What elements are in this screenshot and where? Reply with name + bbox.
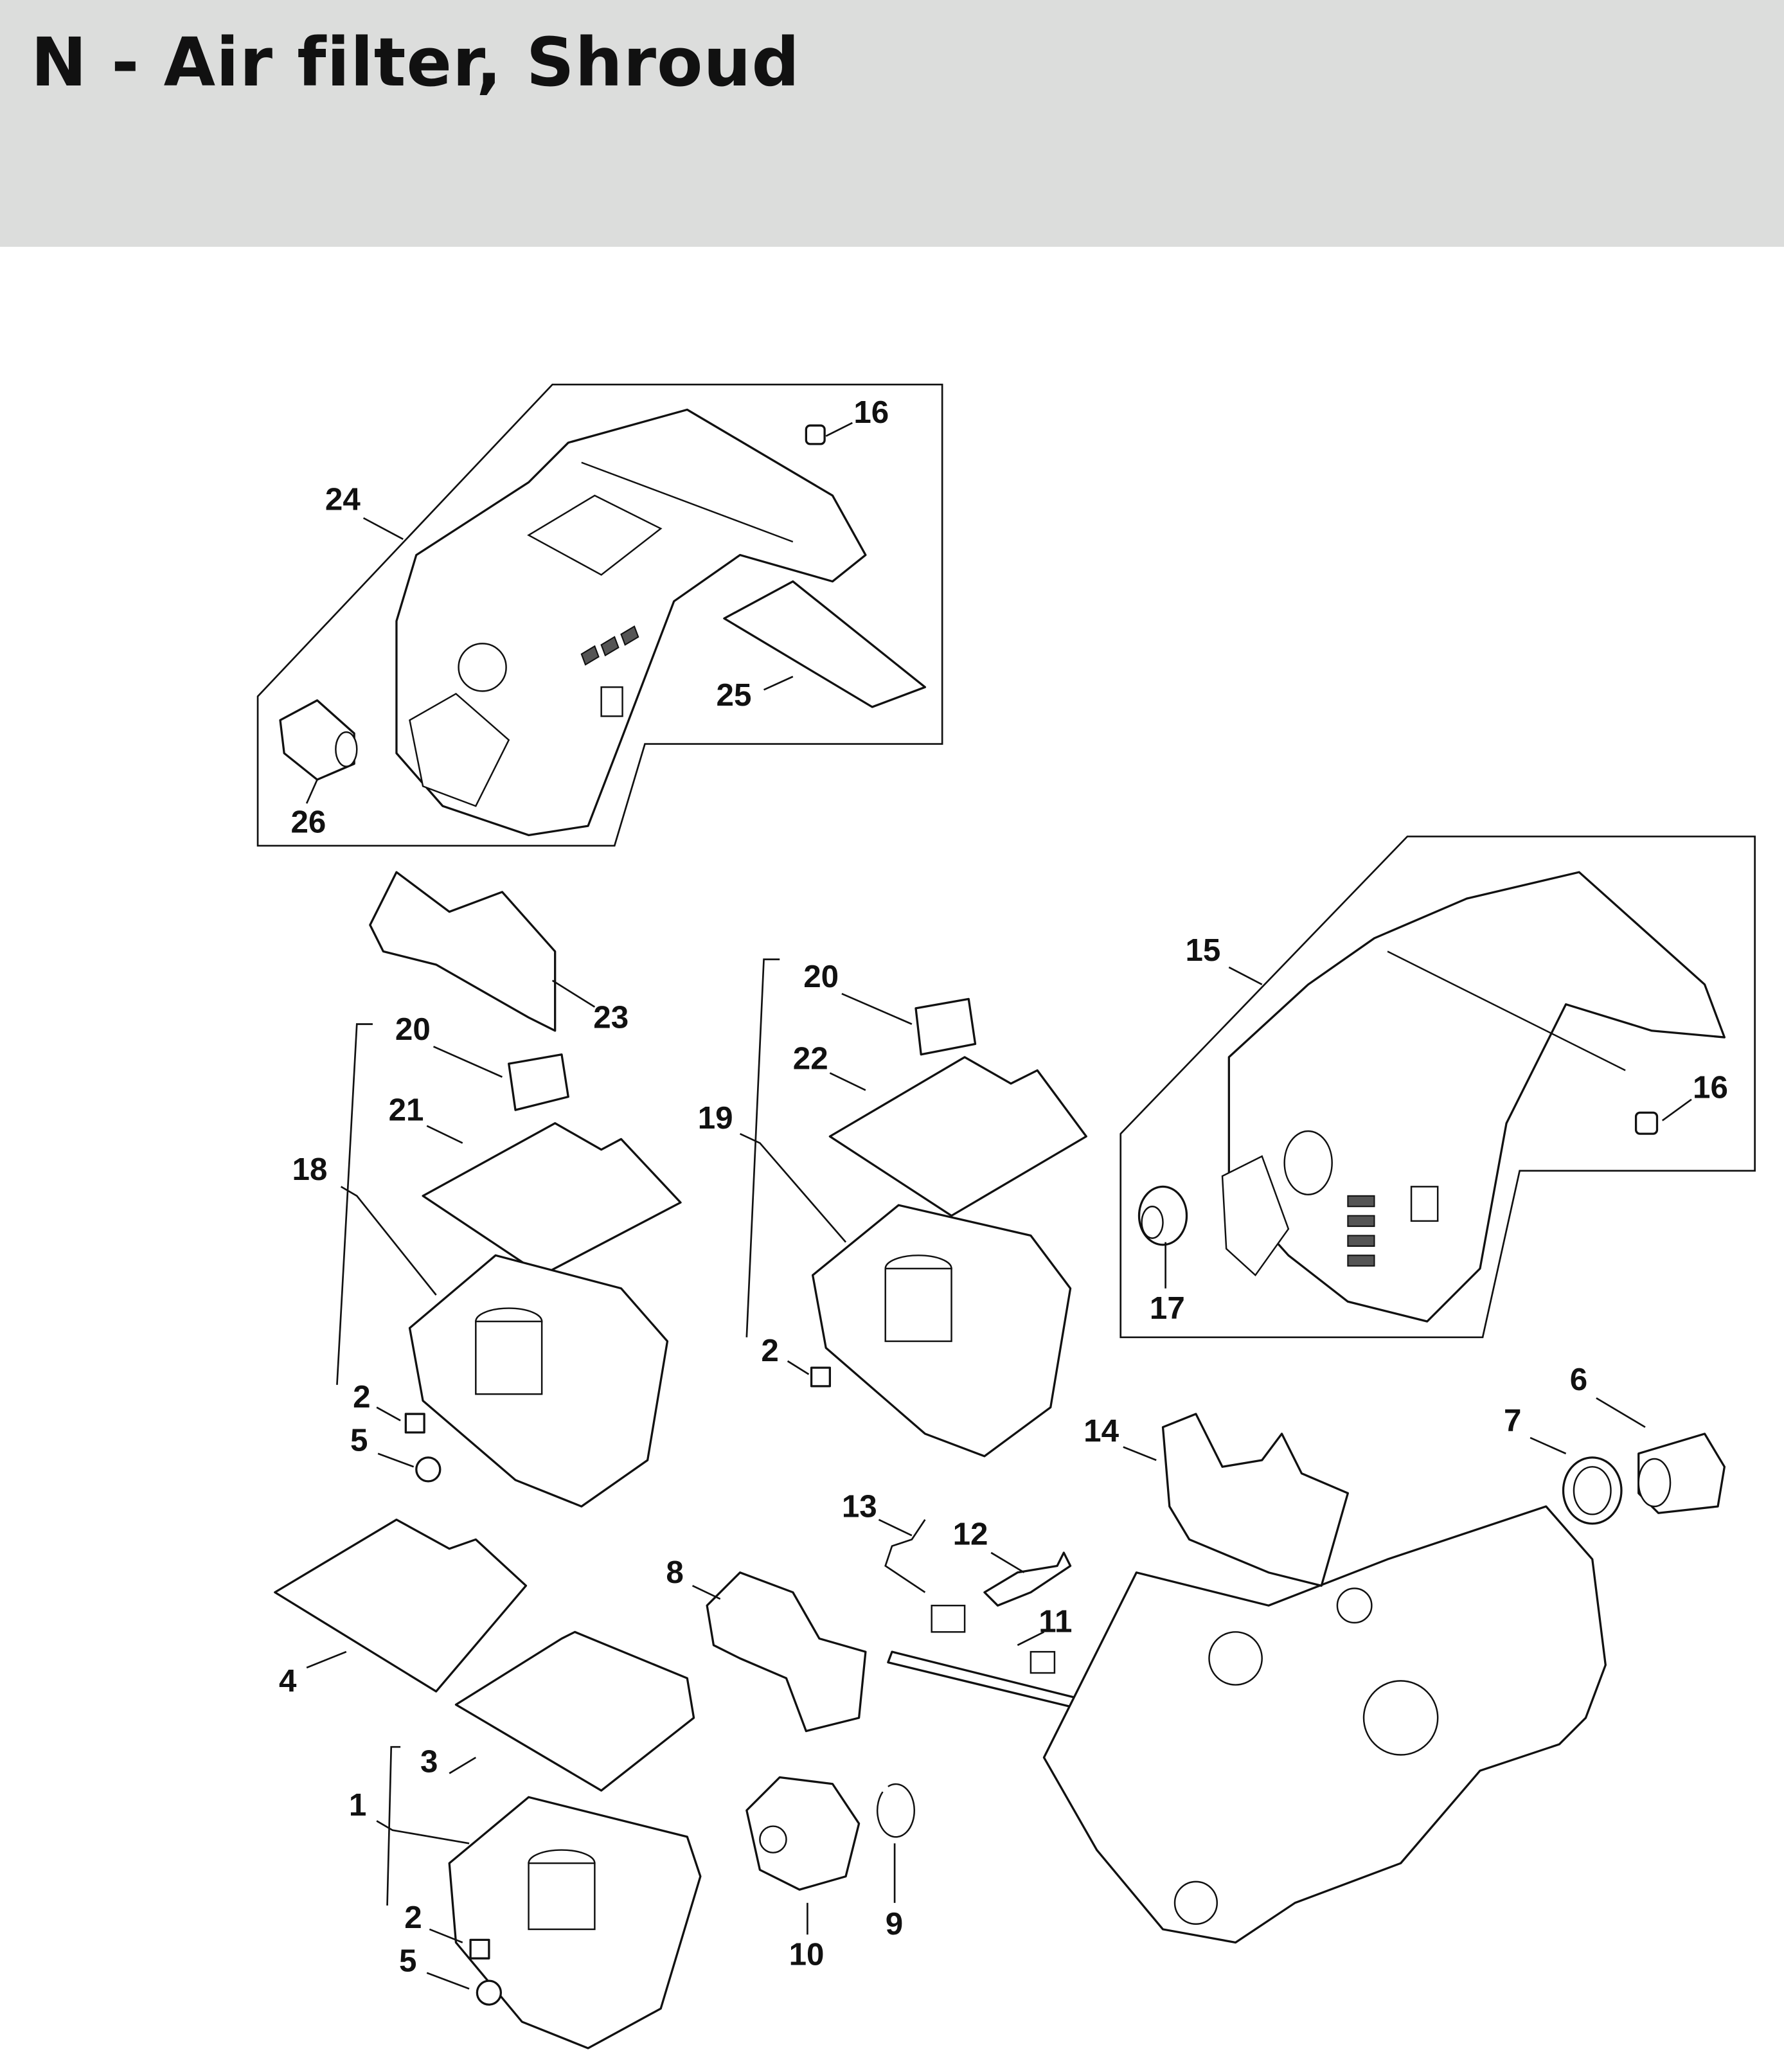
- callout-26: 26: [290, 804, 326, 839]
- callout-9: 9: [886, 1906, 903, 1942]
- callout-7: 7: [1504, 1403, 1521, 1438]
- part-15-shroud[interactable]: [1221, 871, 1726, 1323]
- part-2-nut-c[interactable]: [469, 1938, 490, 1960]
- callout-22: 22: [793, 1040, 828, 1076]
- part-20-sleeve-a[interactable]: [508, 1053, 569, 1111]
- header-bar: N - Air filter, Shroud: [0, 0, 1784, 247]
- callout-16: 16: [1693, 1070, 1728, 1105]
- part-18-filter-housing[interactable]: [408, 1254, 669, 1508]
- part-8-baffle[interactable]: [706, 1571, 867, 1733]
- callout-20: 20: [395, 1012, 431, 1047]
- callout-4: 4: [279, 1663, 297, 1699]
- part-2-nut-a[interactable]: [404, 1413, 425, 1434]
- part-14-baffle[interactable]: [1161, 1413, 1350, 1587]
- part-19-filter-housing[interactable]: [811, 1204, 1072, 1458]
- part-11-shaft[interactable]: [887, 1604, 1078, 1709]
- callout-24: 24: [325, 482, 361, 517]
- part-20-sleeve-b[interactable]: [914, 997, 977, 1056]
- part-13-rod[interactable]: [884, 1519, 926, 1593]
- callout-16: 16: [853, 395, 889, 430]
- part-25-filter-pad[interactable]: [723, 580, 927, 708]
- part-4-filter[interactable]: [274, 1518, 528, 1693]
- callout-17: 17: [1150, 1291, 1185, 1326]
- callout-2: 2: [404, 1900, 422, 1935]
- callout-13: 13: [842, 1488, 877, 1524]
- part-12-lever[interactable]: [983, 1551, 1072, 1607]
- callout-18: 18: [292, 1152, 328, 1187]
- part-21-filter[interactable]: [422, 1122, 682, 1276]
- part-22-filter[interactable]: [828, 1056, 1087, 1217]
- part-3-filter[interactable]: [454, 1630, 695, 1792]
- part-2-nut-b[interactable]: [810, 1366, 832, 1388]
- crankcase: [1042, 1505, 1607, 1944]
- callout-23: 23: [593, 1000, 629, 1035]
- callout-2: 2: [353, 1379, 370, 1415]
- group-box-shroud-24: [256, 383, 943, 847]
- callout-25: 25: [717, 677, 752, 713]
- part-23-baffle[interactable]: [369, 871, 557, 1032]
- callout-8: 8: [666, 1555, 683, 1590]
- part-5-nut-a[interactable]: [415, 1456, 442, 1483]
- callout-6: 6: [1570, 1362, 1587, 1397]
- part-1-filter-housing[interactable]: [448, 1796, 702, 2050]
- callout-20: 20: [803, 959, 839, 994]
- callout-15: 15: [1185, 933, 1220, 968]
- part-6-manifold[interactable]: [1637, 1433, 1726, 1514]
- part-26-knob[interactable]: [279, 699, 358, 781]
- part-10-carburetor[interactable]: [745, 1776, 861, 1891]
- callout-21: 21: [389, 1093, 424, 1128]
- callout-2: 2: [761, 1333, 778, 1368]
- callout-10: 10: [789, 1936, 825, 1972]
- callout-1: 1: [349, 1787, 366, 1823]
- part-5-nut-b[interactable]: [476, 1979, 503, 2006]
- group-box-shroud-15: [1119, 835, 1756, 1339]
- callout-5: 5: [399, 1943, 416, 1979]
- page-title: N - Air filter, Shroud: [31, 23, 800, 102]
- callout-11: 11: [1039, 1603, 1072, 1639]
- callout-3: 3: [420, 1744, 438, 1779]
- callout-12: 12: [953, 1517, 988, 1552]
- leader-lines: [305, 422, 1692, 1990]
- callout-19: 19: [698, 1100, 733, 1136]
- part-16-sleeve-b[interactable]: [1634, 1111, 1659, 1135]
- part-9-circlip[interactable]: [876, 1783, 915, 1838]
- part-16-sleeve-a[interactable]: [805, 424, 826, 445]
- callout-5: 5: [350, 1423, 368, 1458]
- callout-14: 14: [1084, 1413, 1119, 1449]
- part-24-shroud[interactable]: [395, 408, 867, 837]
- part-7-ring[interactable]: [1562, 1456, 1623, 1525]
- part-17-knob[interactable]: [1137, 1185, 1188, 1246]
